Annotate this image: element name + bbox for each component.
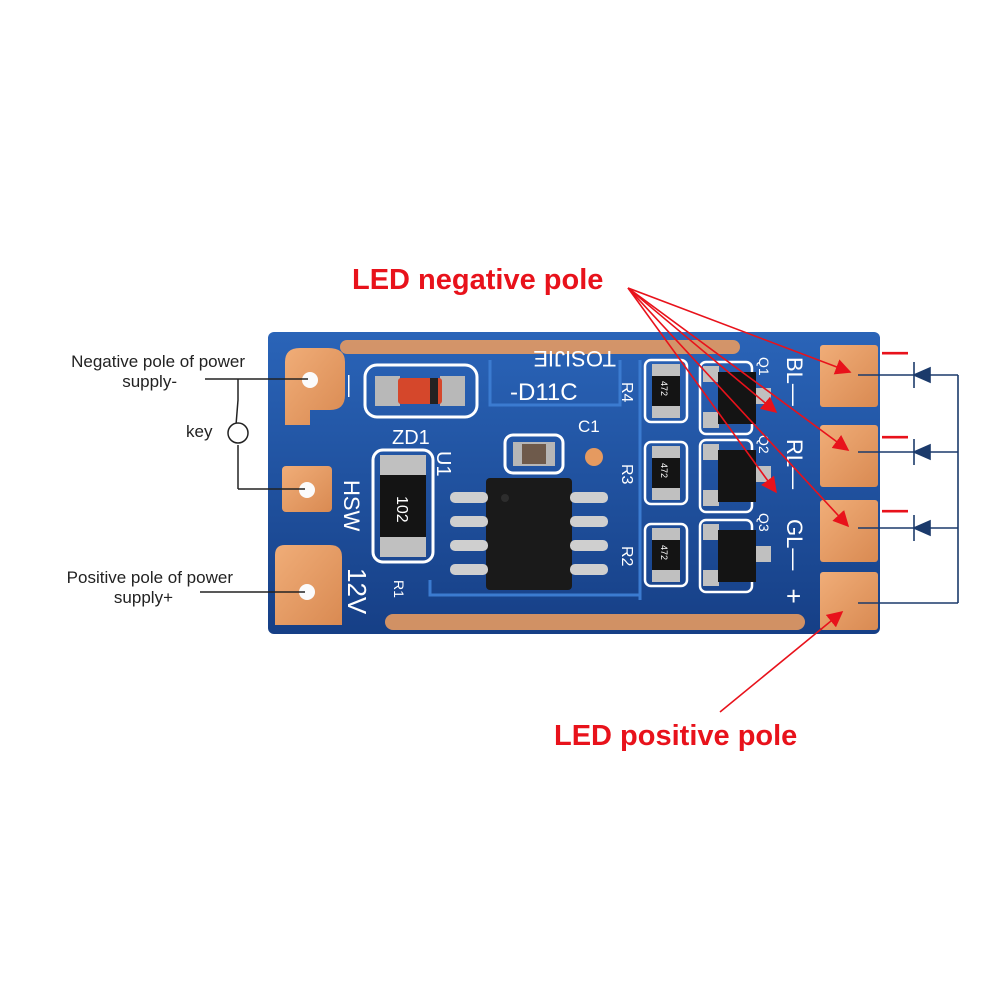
led-symbols xyxy=(912,362,931,541)
zd1-outline xyxy=(363,363,479,419)
via-c1 xyxy=(585,448,603,466)
silk-q2: Q2 xyxy=(756,435,772,454)
pcb-board: TOSIJIE -D11C ZD1 U1 C1 R4 R3 R2 R1 Q1 Q… xyxy=(268,332,880,634)
q1-transistor xyxy=(698,360,771,436)
label-negative-power-line1: Negative pole of power xyxy=(71,352,245,371)
label-negative-power-line2: supply- xyxy=(122,372,177,391)
pad-rl xyxy=(820,425,878,487)
led-wiring xyxy=(858,374,959,604)
r1-lead-bottom xyxy=(380,535,426,557)
silkscreen-text: TOSIJIE -D11C ZD1 U1 C1 R4 R3 R2 R1 Q1 Q… xyxy=(338,346,807,615)
silk-res-472-b: 472 xyxy=(659,463,669,478)
bottom-trace xyxy=(385,614,805,630)
silk-r2: R2 xyxy=(618,546,635,567)
r1-outline xyxy=(371,448,435,564)
pad-negative-power xyxy=(285,348,345,425)
q2-transistor xyxy=(698,438,771,514)
label-positive-power-line2: supply+ xyxy=(113,588,173,607)
pad-bl xyxy=(820,345,878,407)
c1-outline xyxy=(503,433,565,475)
silk-chip-code: -D11C xyxy=(510,379,578,406)
pad-positive-led xyxy=(820,572,878,630)
pad-hole-positive xyxy=(299,584,315,600)
silk-hsw: HSW xyxy=(339,480,364,532)
led-minus-2: — xyxy=(882,420,908,450)
r1-lead-top xyxy=(380,455,426,477)
arrow-neg-rl xyxy=(627,287,850,451)
silk-r1: R1 xyxy=(391,580,407,598)
top-trace xyxy=(340,340,740,354)
r2-resistor xyxy=(643,522,689,588)
silk-gl: GL— xyxy=(782,519,807,570)
u1-chip xyxy=(486,478,572,590)
trace-outline-1 xyxy=(488,360,622,407)
zd1-band xyxy=(430,378,438,404)
led-diode-icon-2 xyxy=(912,443,931,461)
silk-top-code: TOSIJIE xyxy=(533,346,616,371)
led-minus-marks: — — — xyxy=(882,336,908,524)
pad-hole-negative xyxy=(302,372,318,388)
led-minus-1: — xyxy=(882,336,908,366)
led-diode-icon-3 xyxy=(912,519,931,537)
silk-12v: 12V xyxy=(342,568,372,615)
silk-c1: C1 xyxy=(578,417,600,436)
key-switch-icon xyxy=(227,422,249,444)
red-arrows xyxy=(627,287,852,713)
label-positive-power: Positive pole of power supply+ xyxy=(40,568,245,608)
pad-hole-key xyxy=(299,482,315,498)
wire-key-switch xyxy=(235,399,239,426)
arrow-neg-bl xyxy=(627,287,852,375)
left-wiring xyxy=(200,378,308,593)
zd1-lead-left xyxy=(375,376,400,406)
c1-center xyxy=(522,444,546,464)
u1-pins xyxy=(450,492,608,575)
silk-minus: — xyxy=(338,375,363,397)
silk-r3: R3 xyxy=(618,464,635,485)
r4-resistor xyxy=(643,358,689,424)
zd1-lead-right xyxy=(440,376,465,406)
silk-plus: + xyxy=(786,581,801,611)
silk-res-472-a: 472 xyxy=(659,381,669,396)
label-led-negative: LED negative pole xyxy=(352,264,604,296)
r3-resistor xyxy=(643,440,689,506)
label-negative-power: Negative pole of power supply- xyxy=(40,352,245,392)
silk-r4: R4 xyxy=(618,382,635,403)
led-minus-3: — xyxy=(882,494,908,524)
label-key: key xyxy=(186,422,213,441)
r1-body xyxy=(380,475,426,537)
silk-q3: Q3 xyxy=(756,513,772,532)
silk-bl: BL— xyxy=(782,357,807,406)
pad-gl xyxy=(820,500,878,562)
silk-res-102: 102 xyxy=(393,496,410,523)
u1-pin1-dot xyxy=(501,494,509,502)
label-led-positive: LED positive pole xyxy=(554,720,798,752)
q3-transistor xyxy=(698,518,771,594)
arrow-neg-q2 xyxy=(627,287,777,494)
silk-q1: Q1 xyxy=(756,357,772,376)
arrow-neg-gl xyxy=(627,287,850,528)
led-diode-icon-1 xyxy=(912,366,931,384)
silk-rl: RL— xyxy=(782,439,807,489)
arrow-pos xyxy=(719,610,844,713)
silk-u1: U1 xyxy=(432,451,454,477)
arrow-neg-q1 xyxy=(627,287,778,414)
label-positive-power-line1: Positive pole of power xyxy=(66,568,233,587)
silk-res-472-c: 472 xyxy=(659,545,669,560)
silk-zd1: ZD1 xyxy=(392,427,430,449)
